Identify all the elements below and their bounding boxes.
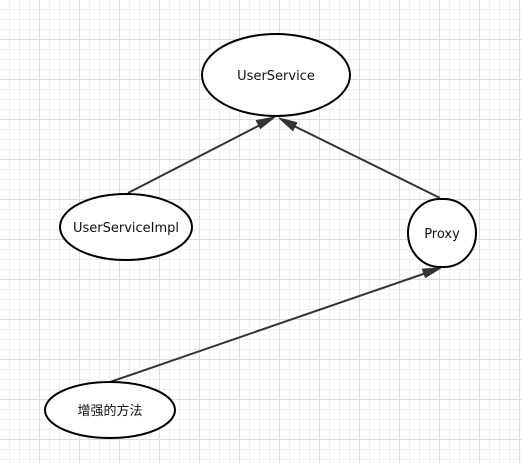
node-label: Proxy <box>424 227 460 242</box>
arrowhead-icon <box>421 267 442 279</box>
ellipse-shape <box>201 33 351 117</box>
rounded-shape <box>407 198 477 268</box>
ellipse-shape <box>44 381 176 439</box>
node-label: UserService <box>237 69 315 84</box>
edge-method-to-proxy <box>109 267 442 383</box>
node-label: UserServiceImpl <box>73 221 179 236</box>
ellipse-shape <box>59 193 193 261</box>
edge-line <box>109 271 430 383</box>
edge-line <box>289 123 441 199</box>
edge-proxy-to-userservice <box>278 117 441 199</box>
node-user-service[interactable]: UserService <box>201 33 351 117</box>
node-proxy[interactable]: Proxy <box>407 198 477 268</box>
arrowhead-icon <box>255 116 276 130</box>
node-user-service-impl[interactable]: UserServiceImpl <box>59 193 193 261</box>
edge-line <box>127 122 265 194</box>
edge-impl-to-userservice <box>127 116 276 194</box>
arrowhead-icon <box>278 117 298 132</box>
node-label: 增强的方法 <box>77 403 142 419</box>
node-enhanced-method[interactable]: 增强的方法 <box>44 381 176 439</box>
